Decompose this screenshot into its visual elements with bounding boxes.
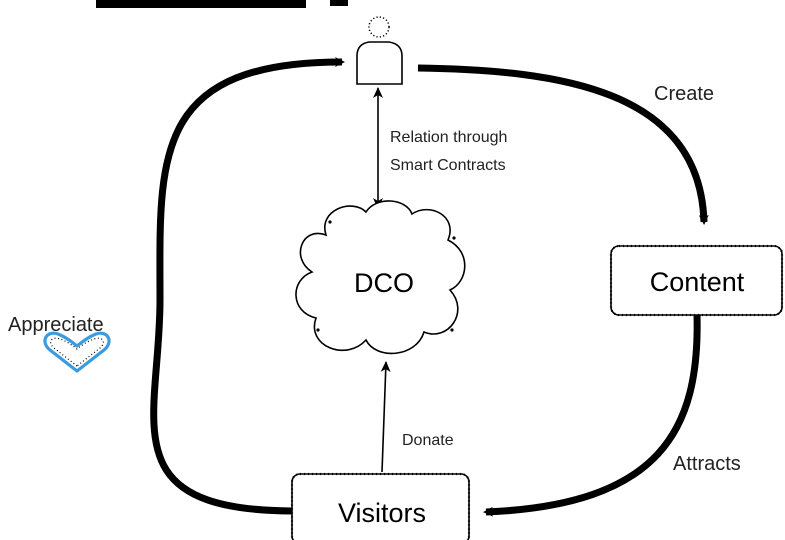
visitors-label: Visitors	[338, 498, 426, 528]
content-label: Content	[650, 267, 745, 297]
heart-icon	[43, 331, 111, 373]
appreciate-label: Appreciate	[8, 314, 104, 336]
relation-label-line2: Smart Contracts	[390, 157, 506, 174]
donate-label: Donate	[402, 432, 454, 449]
attracts-label: Attracts	[673, 453, 741, 475]
appreciate-arrow	[150, 57, 345, 515]
donate-arrow	[380, 361, 391, 473]
relation-label-line1: Relation through	[390, 129, 507, 146]
create-label: Create	[654, 83, 714, 105]
cropped-title-remnant	[96, 0, 348, 8]
dco-cloud: DCO	[295, 200, 466, 355]
user-icon	[356, 16, 403, 85]
attracts-arrow	[483, 314, 701, 517]
create-arrow	[417, 64, 709, 225]
visitors-node: Visitors	[290, 472, 471, 540]
dco-label: DCO	[354, 268, 414, 298]
content-node: Content	[609, 244, 784, 317]
